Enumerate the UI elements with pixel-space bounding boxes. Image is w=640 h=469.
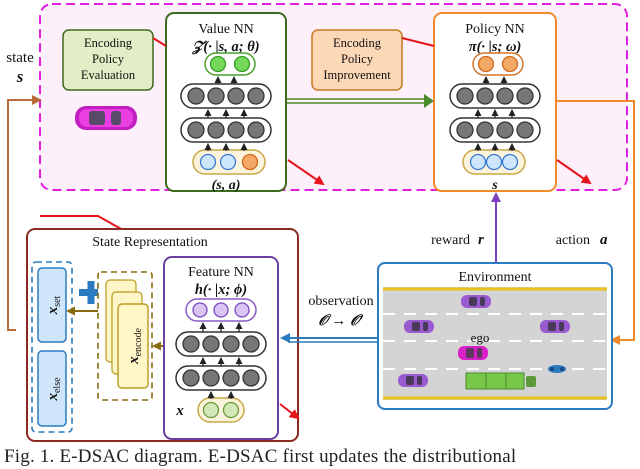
- policy-red-arrow: [556, 159, 592, 185]
- x-encode-card-front: [117, 303, 149, 389]
- truck-icon: [465, 372, 536, 390]
- action-label: action: [556, 233, 590, 248]
- encoding-evaluation-to-value-line: [152, 37, 167, 47]
- policy-nn-layer-arrows: [474, 76, 516, 151]
- reward-label: reward: [431, 233, 470, 248]
- value-nn-hidden-layer-2: [180, 117, 272, 143]
- x-set-label: xset: [45, 295, 63, 315]
- feature-nn-hidden-layer-2: [175, 365, 267, 391]
- encoding-policy-evaluation-line3: Evaluation: [81, 68, 136, 82]
- feature-nn-layer-arrows: [199, 322, 243, 399]
- encoding-policy-evaluation-line1: Encoding: [84, 36, 133, 50]
- policy-nn-input-label: s: [491, 178, 498, 193]
- pink-car-icon: [75, 106, 137, 130]
- figure-caption: Fig. 1. E-DSAC diagram. E-DSAC first upd…: [4, 446, 517, 467]
- feature-nn-input-layer: [197, 397, 245, 423]
- car-icon: [540, 320, 570, 333]
- action-arrow: [556, 100, 635, 345]
- reward-symbol: r: [478, 232, 484, 248]
- encoding-policy-improvement-box: [311, 29, 403, 91]
- x-set-block: [37, 267, 67, 343]
- ego-label: ego: [471, 330, 490, 345]
- policy-nn-hidden-layer-2: [449, 117, 541, 143]
- observation-label: observation: [308, 294, 373, 309]
- state-symbol: s: [16, 67, 24, 86]
- ego-car-icon: [458, 346, 488, 360]
- feature-nn-title: Feature NN: [188, 265, 254, 280]
- value-nn-title: Value NN: [198, 22, 254, 37]
- encoding-policy-evaluation-line2: Policy: [92, 52, 125, 66]
- feature-nn-hidden-layer-1: [175, 331, 267, 357]
- encoding-improvement-to-policy-line: [401, 37, 435, 47]
- state-label: state: [6, 50, 34, 66]
- edsac-diagram: state s Encoding Policy Evaluation Value…: [6, 3, 635, 442]
- encoding-policy-improvement-line2: Policy: [341, 52, 374, 66]
- value-to-policy-arrow: [287, 94, 434, 108]
- feature-nn-output-layer: [185, 298, 257, 322]
- policy-nn-title: Policy NN: [465, 22, 525, 37]
- motorcycle-icon: [548, 365, 566, 373]
- policy-nn-hidden-layer-1: [449, 83, 541, 109]
- car-icon: [398, 374, 428, 387]
- x-encode-label: xencode: [126, 328, 144, 365]
- value-red-arrow: [287, 159, 325, 186]
- policy-nn-output-layer: [472, 52, 524, 76]
- encoding-policy-improvement-line3: Improvement: [323, 68, 391, 82]
- value-nn-input-label: (s, a): [212, 178, 241, 193]
- state-feedback-arrow: [7, 95, 42, 331]
- plus-icon: [79, 281, 103, 304]
- environment-title: Environment: [458, 270, 531, 285]
- x-else-label: xelse: [45, 377, 63, 402]
- feature-red-arrow: [279, 403, 300, 420]
- car-icon: [461, 295, 491, 308]
- value-nn-layer-arrows: [204, 76, 248, 151]
- encoding-policy-improvement-line1: Encoding: [333, 36, 382, 50]
- value-nn-input-layer: [192, 149, 266, 175]
- feature-nn-input-label: x: [175, 403, 184, 419]
- encoding-policy-evaluation-box: [62, 29, 154, 91]
- observation-symbol: 𝒪 → 𝒪′: [318, 313, 364, 329]
- value-nn-output-layer: [204, 52, 256, 76]
- value-nn-hidden-layer-1: [180, 83, 272, 109]
- feature-nn-formula: h(· |x; ϕ): [195, 282, 247, 298]
- state-representation-title: State Representation: [92, 235, 207, 250]
- value-nn-formula: 𝒵(· |s, a; θ): [191, 39, 259, 55]
- policy-nn-formula: π(· |s; ω): [469, 39, 522, 55]
- x-else-block: [37, 350, 67, 427]
- action-symbol: a: [600, 232, 608, 248]
- policy-nn-input-layer: [462, 149, 526, 175]
- car-icon: [404, 320, 434, 333]
